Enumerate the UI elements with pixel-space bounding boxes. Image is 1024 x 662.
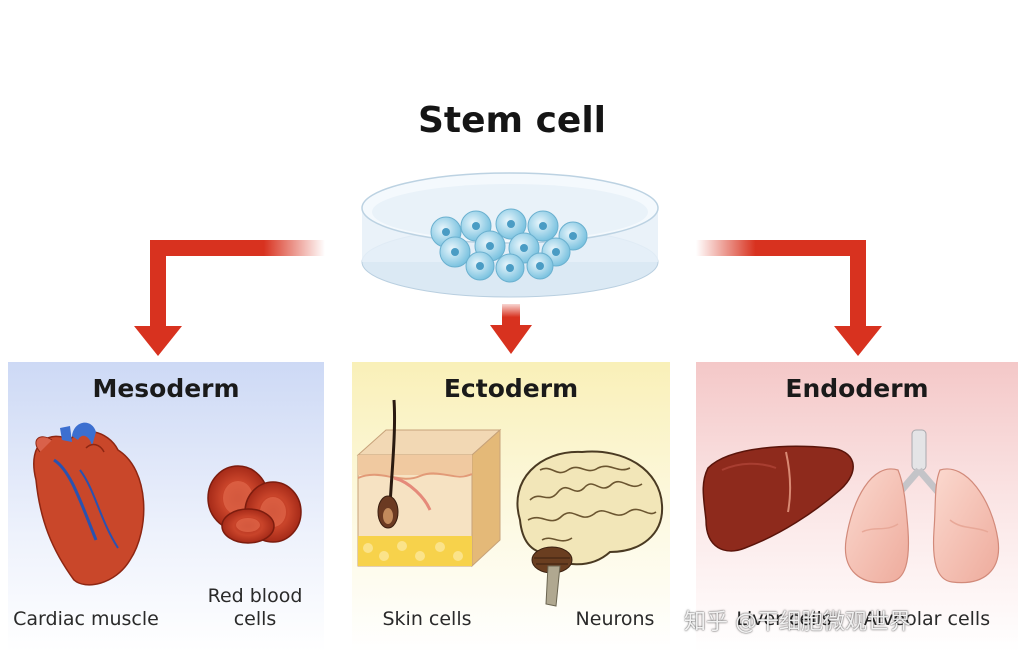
ectoderm-title: Ectoderm: [443, 374, 579, 403]
caption-liver-cells: Liver cells: [736, 608, 832, 630]
caption-skin-cells: Skin cells: [382, 608, 472, 630]
watermark: 知乎 @干细胞微观世界: [684, 610, 911, 635]
endoderm-title: Endoderm: [785, 374, 929, 403]
caption-neurons: Neurons: [575, 608, 655, 630]
heart-illustration: [33, 422, 145, 586]
lungs-illustration: [844, 429, 1000, 584]
petri-dish: [361, 172, 659, 298]
red-blood-cells-illustration: [207, 465, 302, 544]
caption-cardiac-muscle: Cardiac muscle: [13, 608, 159, 630]
caption-red-blood-line: Red blood cells: [207, 585, 303, 630]
arrow-to-mesoderm: [134, 240, 325, 356]
page-title: Stem cell: [417, 100, 607, 141]
arrow-to-endoderm: [696, 240, 882, 356]
liver-illustration: [702, 445, 854, 552]
skin-cells-illustration: [356, 399, 502, 568]
caption-red-blood-cells: Red blood cells: [190, 585, 320, 631]
mesoderm-title: Mesoderm: [92, 374, 240, 403]
brain-illustration: [516, 450, 664, 607]
stem-cells: [430, 208, 588, 283]
caption-alveolar-cells: Alveolar cells: [863, 608, 991, 630]
arrow-to-ectoderm: [490, 304, 532, 354]
